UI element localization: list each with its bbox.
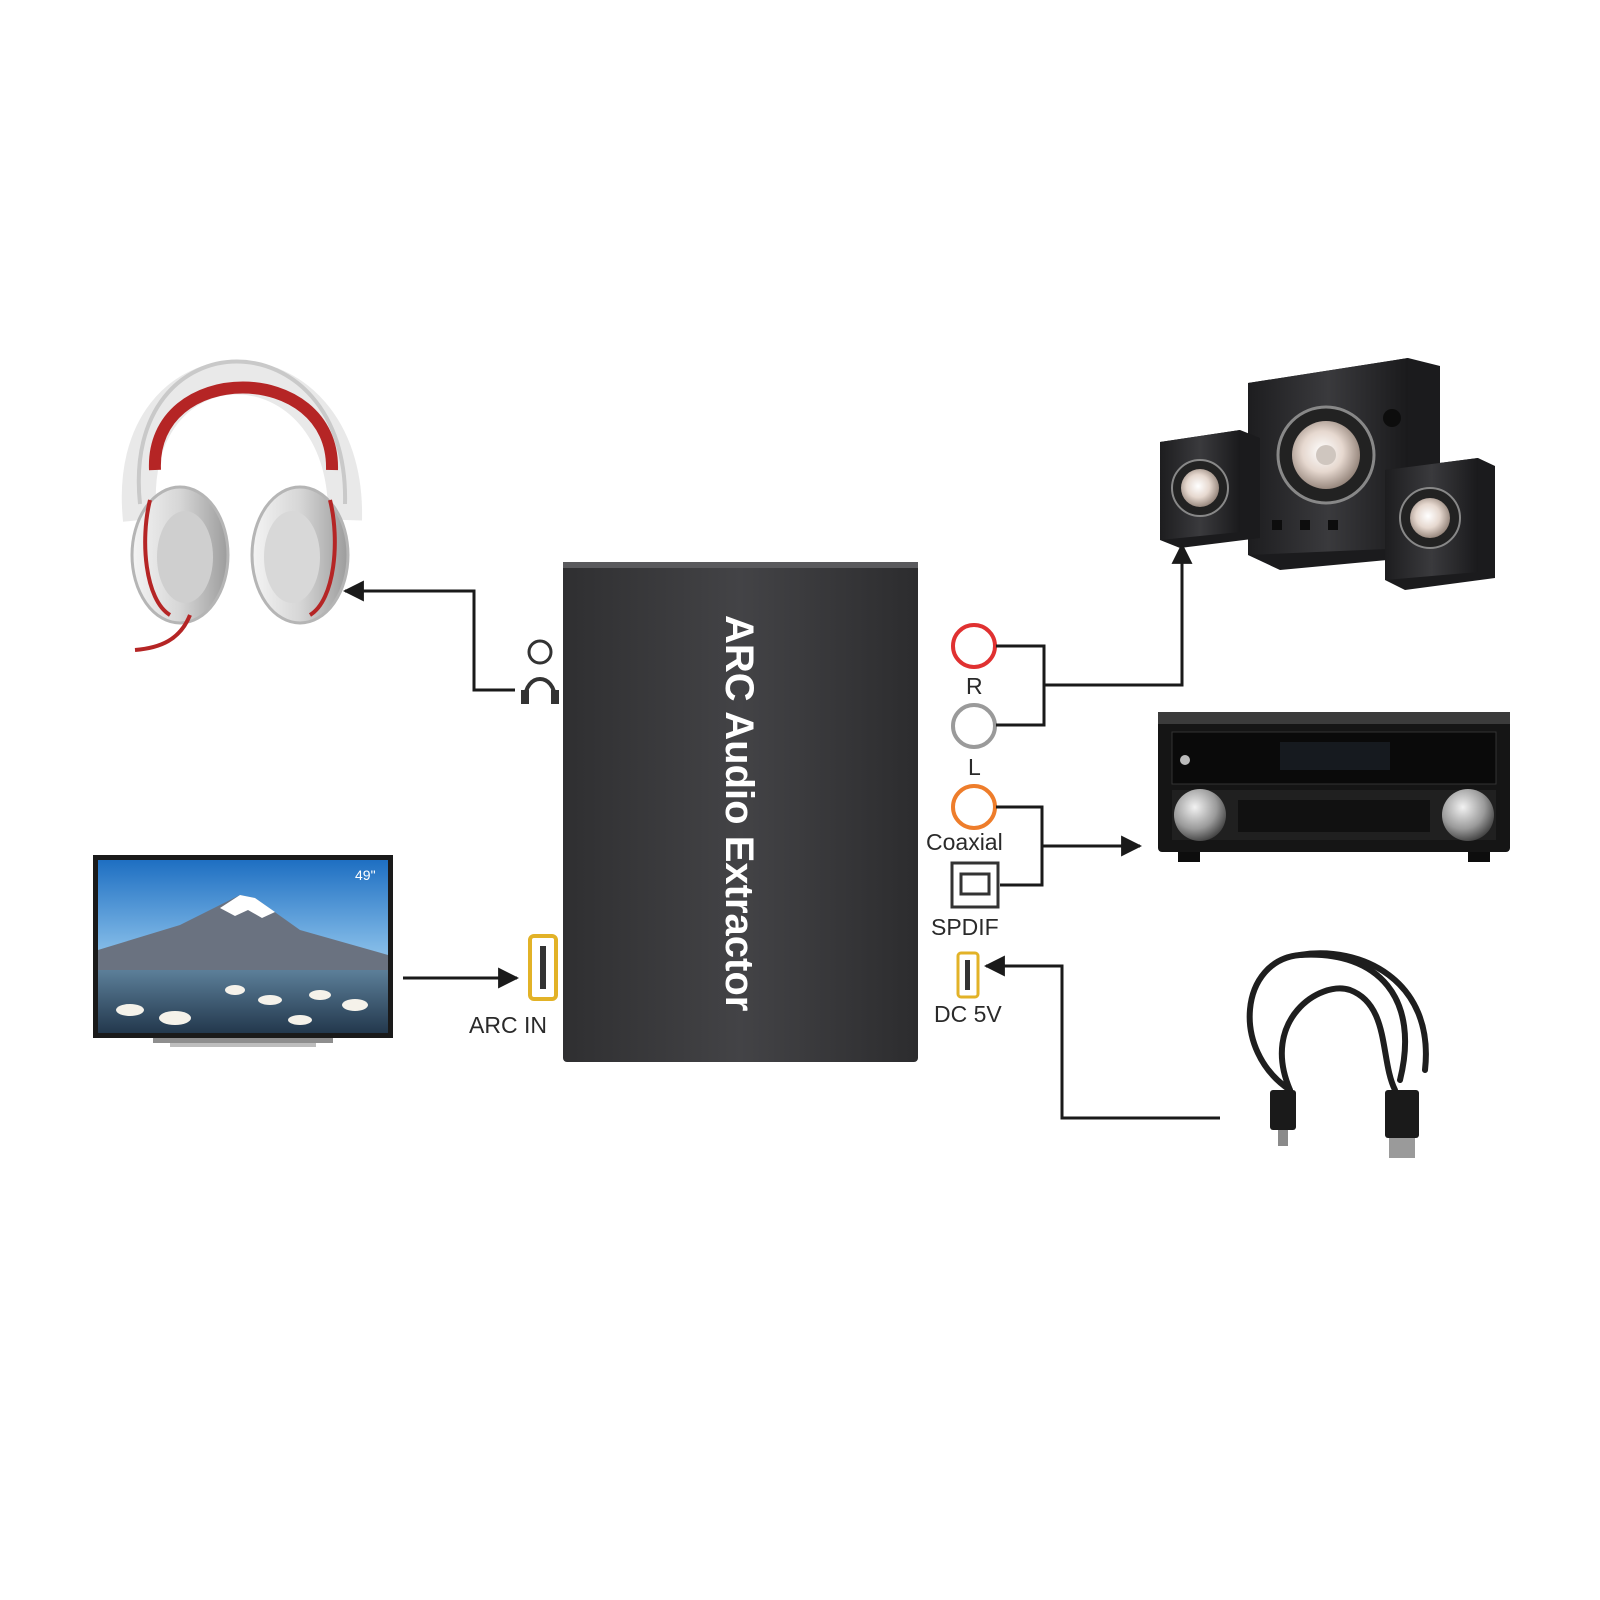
rca-jack-icon xyxy=(951,623,997,669)
port-label-right: R xyxy=(966,673,983,699)
wire-speakers xyxy=(1044,542,1193,687)
wire-headphones xyxy=(342,580,515,692)
tv-icon: 49" xyxy=(93,855,393,1047)
port-label-left: L xyxy=(968,754,981,780)
tv-size-badge: 49" xyxy=(355,867,376,883)
av-receiver-icon xyxy=(1158,712,1510,862)
headphones-icon xyxy=(121,359,363,652)
wire-usb-power xyxy=(983,955,1220,1120)
port-label-dc-5v: DC 5V xyxy=(934,1001,1002,1027)
usb-cable-icon xyxy=(1246,950,1429,1158)
speaker-system-icon xyxy=(1160,358,1495,590)
port-label-spdif: SPDIF xyxy=(931,914,999,940)
optical-port-icon xyxy=(950,861,1000,909)
wire-rca-right xyxy=(996,644,1046,727)
port-label-coaxial: Coaxial xyxy=(926,829,1003,855)
hdmi-port-icon xyxy=(956,951,980,999)
rca-jack-icon xyxy=(951,703,997,749)
device-title: ARC Audio Extractor xyxy=(717,615,761,1011)
arc-audio-extractor-device: ARC Audio Extractor xyxy=(563,562,918,1062)
connection-wires xyxy=(342,542,1220,1120)
headphone-jack-port xyxy=(521,639,559,704)
rca-jack-icon xyxy=(951,784,997,830)
port-label-arc-in: ARC IN xyxy=(469,1012,547,1038)
wire-coaxial-spdif xyxy=(996,805,1044,887)
hdmi-port-icon xyxy=(528,934,558,1001)
